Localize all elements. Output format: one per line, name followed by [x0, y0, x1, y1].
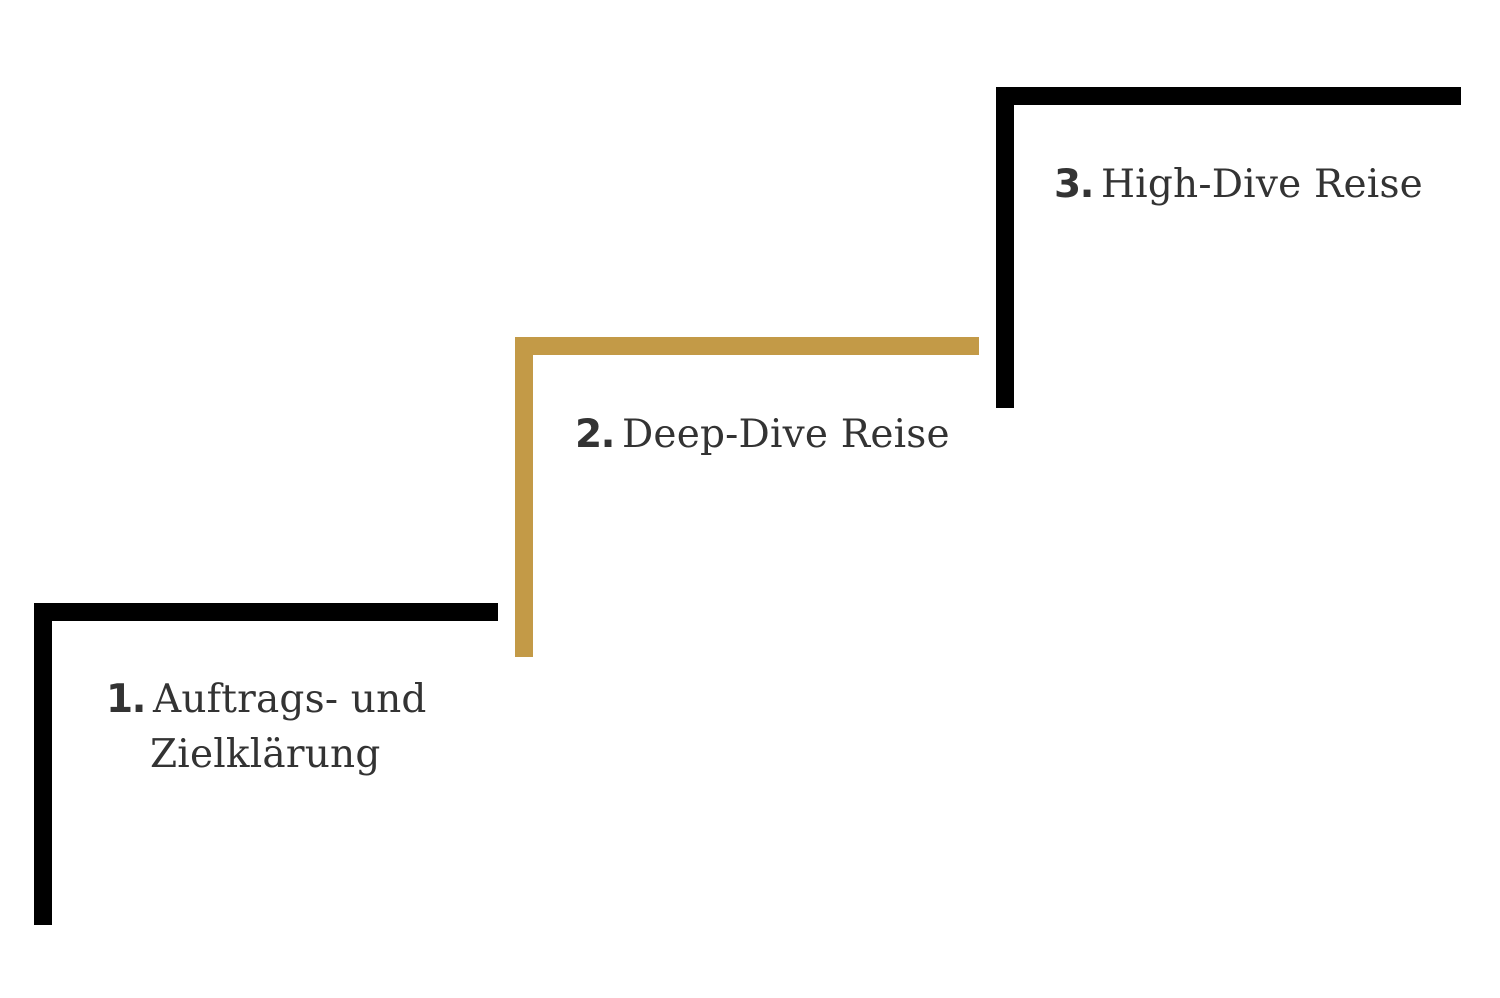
step-1-title-part-1: Auftrags- und	[152, 677, 427, 722]
step-3: 3.High-Dive Reise	[996, 87, 1461, 408]
step-1-label: 1.Auftrags- und Zielklärung	[106, 673, 427, 782]
step-3-label: 3.High-Dive Reise	[1054, 158, 1423, 213]
step-2-riser-line	[515, 337, 533, 657]
step-3-riser-line	[996, 87, 1014, 408]
step-3-tread-line	[996, 87, 1461, 105]
step-1-number: 1.	[106, 677, 146, 722]
step-1-riser-line	[34, 603, 52, 925]
step-3-number: 3.	[1054, 162, 1094, 207]
step-1-label-line-1: 1.Auftrags- und	[106, 673, 427, 728]
step-1-title-part-2: Zielklärung	[150, 731, 381, 777]
step-2-label: 2.Deep-Dive Reise	[575, 408, 950, 463]
step-2-label-line-1: 2.Deep-Dive Reise	[575, 408, 950, 463]
step-3-label-line-1: 3.High-Dive Reise	[1054, 158, 1423, 213]
step-3-title: High-Dive Reise	[1100, 162, 1423, 207]
step-2-number: 2.	[575, 412, 615, 457]
step-1-tread-line	[34, 603, 498, 621]
step-2: 2.Deep-Dive Reise	[515, 337, 979, 657]
step-2-tread-line	[515, 337, 979, 355]
step-1: 1.Auftrags- und Zielklärung	[34, 603, 498, 925]
step-2-title: Deep-Dive Reise	[621, 412, 950, 457]
